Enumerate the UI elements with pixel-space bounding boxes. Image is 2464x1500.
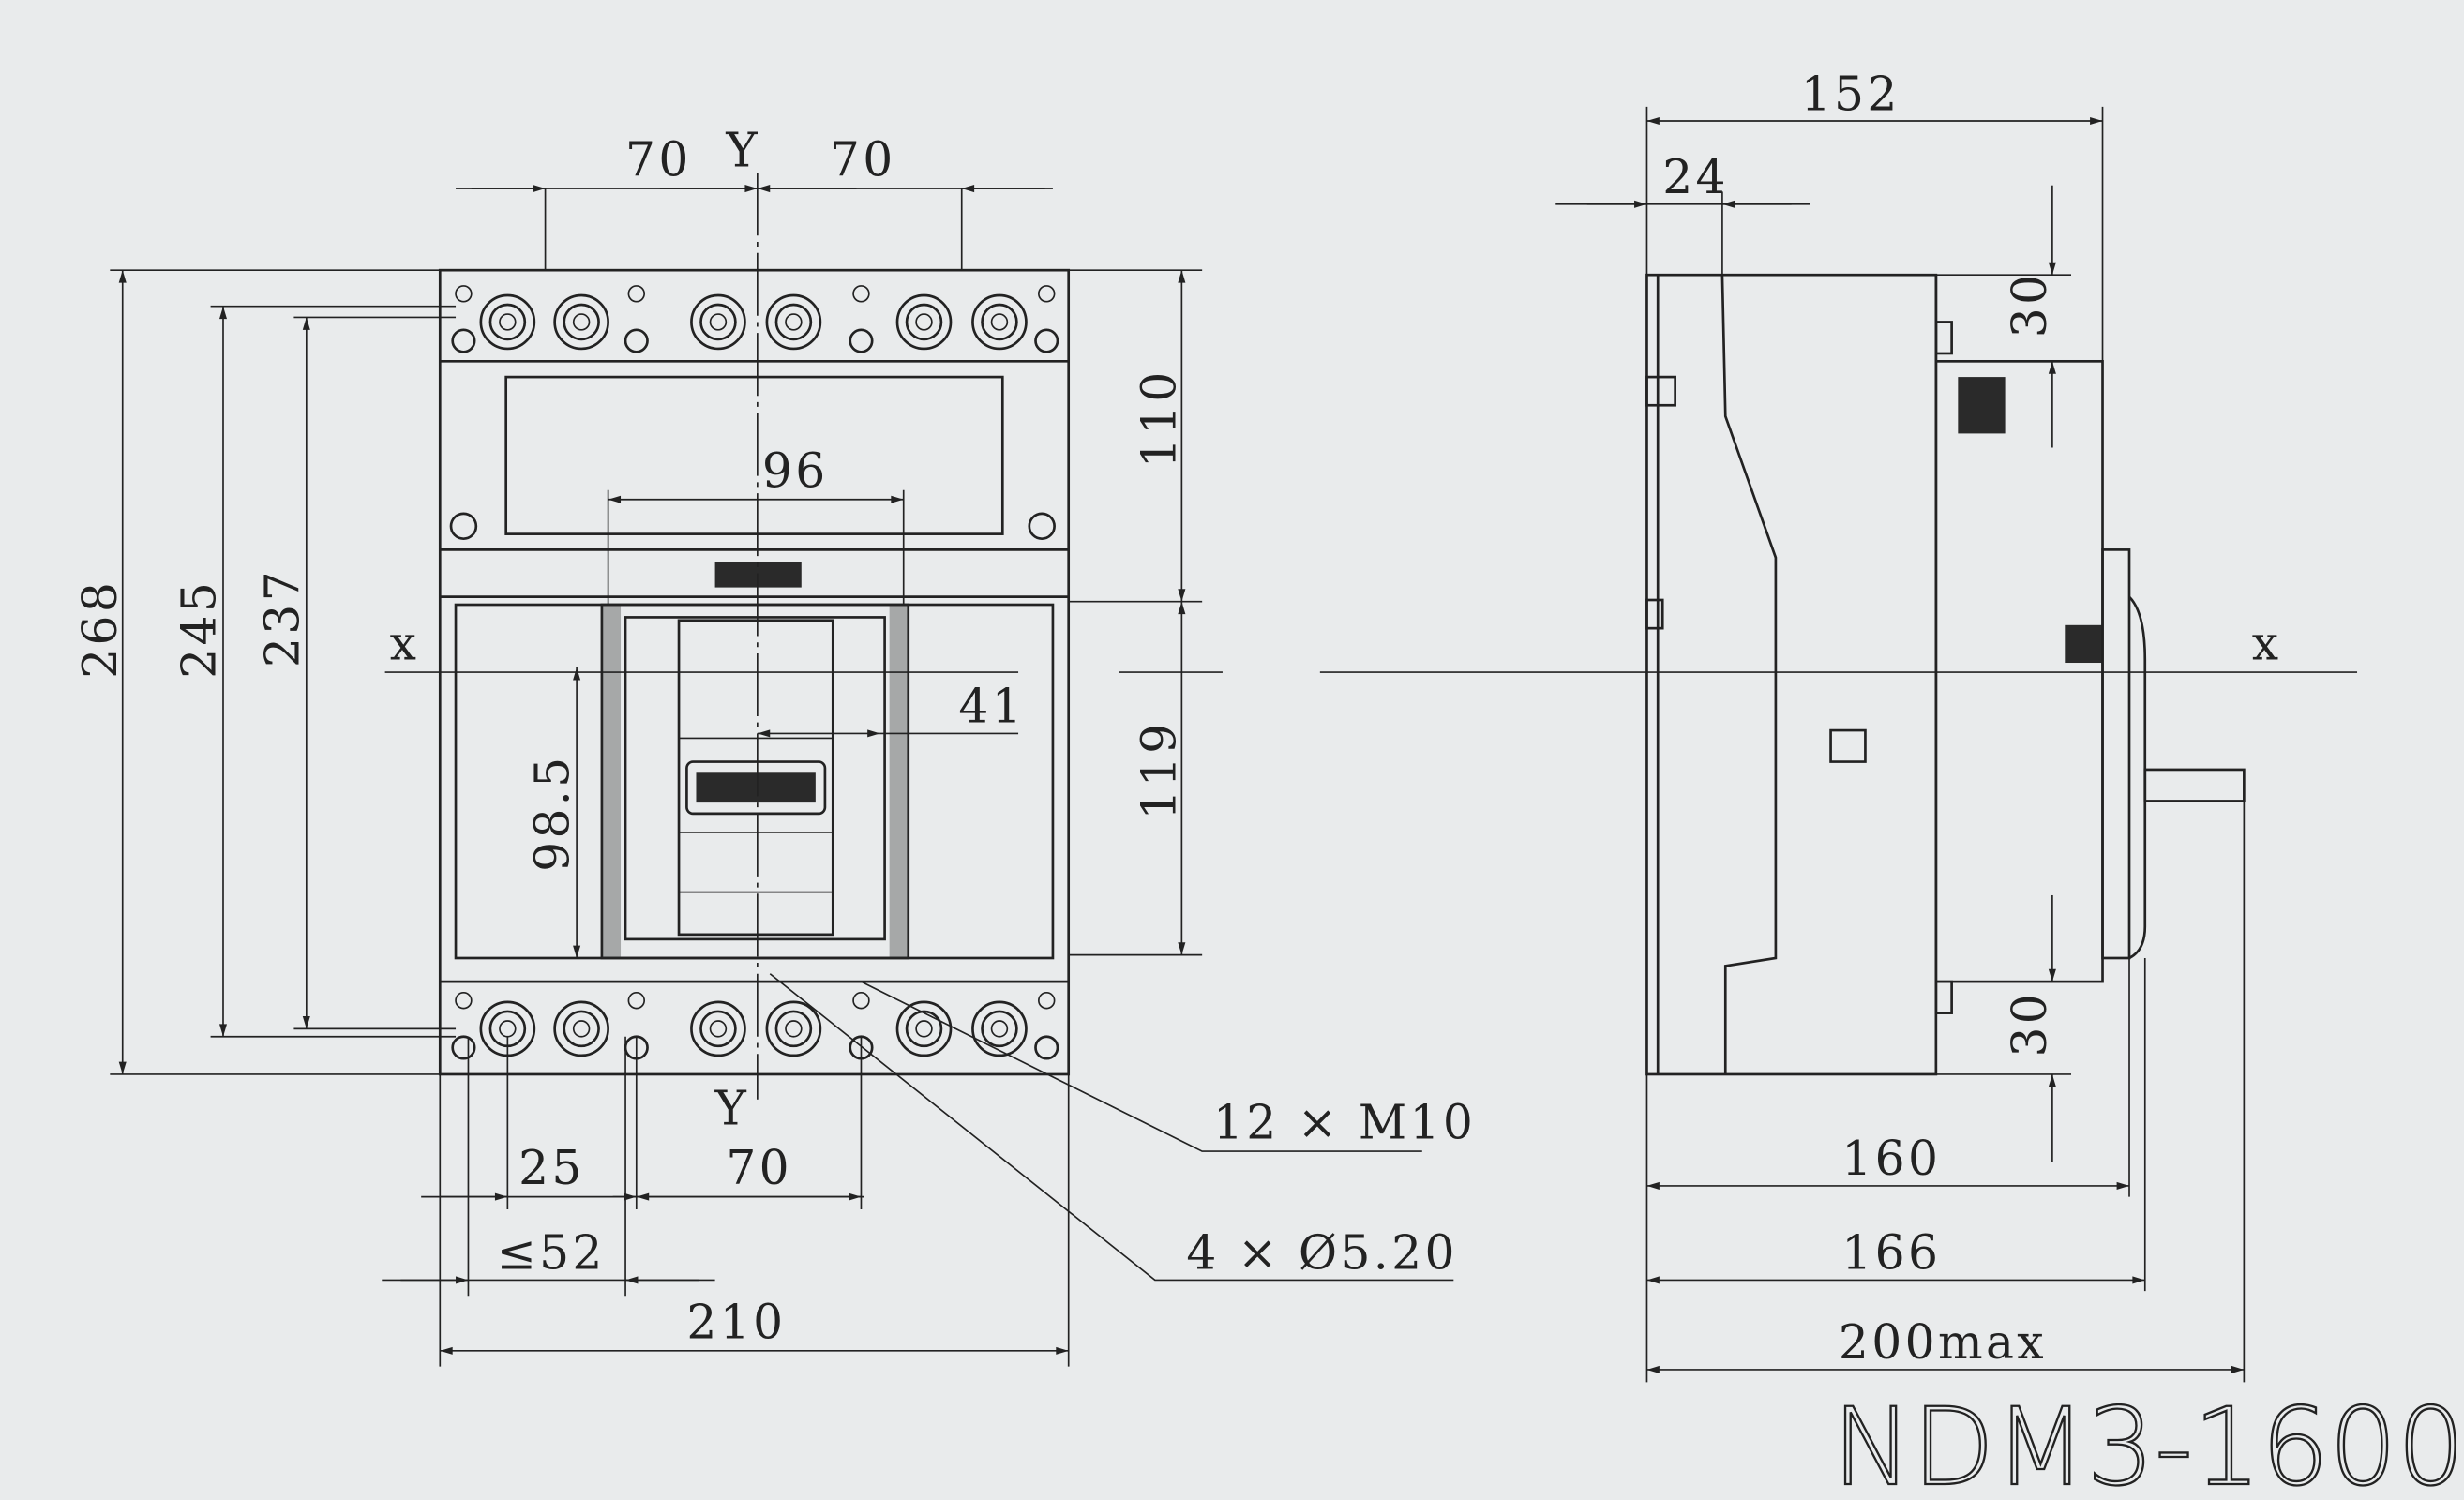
dim-110: 110 bbox=[1132, 368, 1187, 468]
terminal-bolt bbox=[479, 293, 536, 351]
terminal-bolt bbox=[895, 293, 953, 351]
axis-y-label-top: Y bbox=[725, 123, 760, 178]
dim-200max: 200max bbox=[1839, 1314, 2047, 1370]
dim-70-top-left: 70 bbox=[625, 132, 692, 188]
dim-152: 152 bbox=[1801, 66, 1901, 121]
dim-166: 166 bbox=[1841, 1225, 1941, 1281]
handle-window bbox=[600, 603, 910, 960]
dim-41: 41 bbox=[958, 679, 1025, 734]
handle-shaft bbox=[2143, 768, 2246, 802]
dim-245: 245 bbox=[172, 579, 227, 679]
handle-slot bbox=[685, 760, 827, 816]
model-title: NDM3-1600 bbox=[1832, 1385, 2464, 1500]
terminal-bolt bbox=[971, 1000, 1028, 1058]
terminal-bolt bbox=[765, 1000, 822, 1058]
terminal-bolt bbox=[690, 1000, 746, 1058]
dim-30-bottom: 30 bbox=[2002, 991, 2057, 1058]
screw bbox=[849, 285, 874, 353]
label-4xhole: 4 × Ø5.20 bbox=[1186, 1225, 1457, 1281]
dim-268: 268 bbox=[72, 579, 128, 679]
terminal-bolt bbox=[690, 293, 746, 351]
dim-237: 237 bbox=[254, 568, 309, 668]
dim-96: 96 bbox=[762, 442, 829, 498]
screw bbox=[451, 992, 476, 1060]
front-view: Y Y x 70 70 268 245 237 98.5 96 41 11 bbox=[72, 123, 1476, 1367]
screw bbox=[1034, 992, 1059, 1060]
dim-98-5: 98.5 bbox=[525, 755, 580, 872]
terminal-bolt bbox=[971, 293, 1028, 351]
dim-25: 25 bbox=[518, 1140, 585, 1195]
side-view: x 152 24 30 30 160 166 200max bbox=[1319, 66, 2358, 1383]
dim-52: ≤52 bbox=[497, 1225, 606, 1281]
screw bbox=[624, 285, 649, 353]
nameplate bbox=[504, 375, 1004, 535]
dim-119: 119 bbox=[1132, 721, 1187, 820]
label-12xm10: 12 × M10 bbox=[1213, 1095, 1476, 1150]
axis-x-label: x bbox=[390, 616, 420, 671]
terminal-bolt bbox=[895, 1000, 953, 1058]
side-axis-x-label: x bbox=[2252, 616, 2282, 671]
screw bbox=[451, 285, 476, 353]
dim-24: 24 bbox=[1662, 149, 1729, 204]
dim-160: 160 bbox=[1841, 1131, 1941, 1186]
terminal-bolt bbox=[765, 293, 822, 351]
bottom-terminals bbox=[451, 992, 1059, 1060]
dim-210: 210 bbox=[686, 1294, 786, 1349]
dim-70-top-right: 70 bbox=[830, 132, 896, 188]
terminal-bolt bbox=[553, 293, 609, 351]
top-terminals bbox=[451, 285, 1059, 353]
dim-30-top: 30 bbox=[2002, 272, 2057, 338]
dim-70-bottom: 70 bbox=[726, 1140, 792, 1195]
axis-y-label-bottom: Y bbox=[714, 1081, 750, 1136]
screw bbox=[1034, 285, 1059, 353]
terminal-bolt bbox=[553, 1000, 609, 1058]
